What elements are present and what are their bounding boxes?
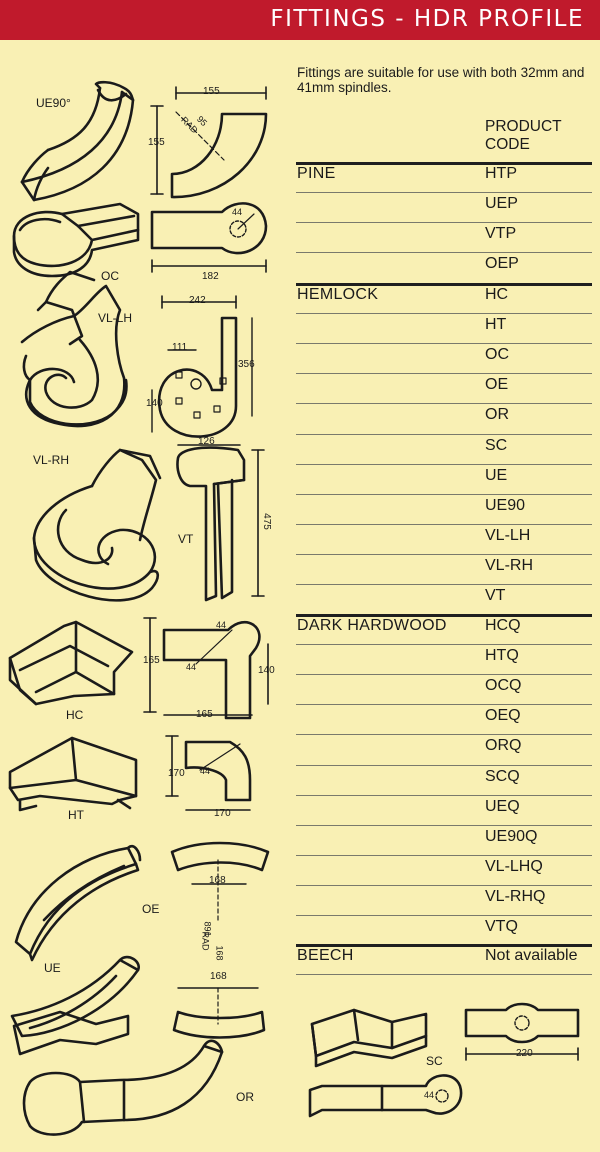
row-divider xyxy=(296,192,592,194)
product-code: UEQ xyxy=(485,797,520,815)
product-code: VL-RHQ xyxy=(485,887,546,905)
row-divider xyxy=(296,252,592,254)
ue90-plan-drawing xyxy=(150,86,268,199)
product-code: VT xyxy=(485,587,506,604)
group-divider xyxy=(296,162,592,165)
sc-plan-drawing xyxy=(464,1002,580,1061)
product-code: ORQ xyxy=(485,737,522,755)
row-divider xyxy=(296,764,592,766)
group-divider xyxy=(296,614,592,617)
oc-plan-drawing xyxy=(150,202,268,273)
group-name: PINE xyxy=(297,165,336,182)
oc-fitting-drawing xyxy=(12,202,140,278)
product-code: UE90Q xyxy=(485,827,538,845)
ue90-fitting-drawing xyxy=(20,80,135,202)
product-code: OC xyxy=(485,346,509,364)
product-code-header-line1: PRODUCT xyxy=(485,118,562,135)
row-divider xyxy=(296,884,592,886)
sc-illustrations xyxy=(296,990,596,1152)
row-divider xyxy=(296,463,592,465)
product-code: HTQ xyxy=(485,647,519,665)
group-divider xyxy=(296,944,592,947)
row-divider xyxy=(296,824,592,826)
product-code: SCQ xyxy=(485,767,520,785)
product-code: HC xyxy=(485,286,509,303)
product-code: Not available xyxy=(485,947,578,964)
row-divider xyxy=(296,343,592,345)
product-code: VTP xyxy=(485,225,517,243)
row-divider xyxy=(296,674,592,676)
fittings-illustrations xyxy=(0,40,296,1152)
header-banner: FITTINGS - HDR PROFILE xyxy=(0,0,600,40)
ue-plan-drawing xyxy=(172,987,266,1039)
product-code: VL-RH xyxy=(485,556,534,574)
vl-rh-fitting-drawing xyxy=(32,448,162,602)
row-divider xyxy=(296,553,592,555)
product-code: OEP xyxy=(485,255,519,273)
ht-fitting-drawing xyxy=(8,736,138,812)
group-name: DARK HARDWOOD xyxy=(297,617,447,634)
product-code: OCQ xyxy=(485,677,522,695)
row-divider xyxy=(296,644,592,646)
intro-text: Fittings are suitable for use with both … xyxy=(297,65,585,95)
row-divider xyxy=(296,373,592,375)
product-code: VL-LHQ xyxy=(485,857,543,875)
product-code: SC xyxy=(485,436,508,454)
product-code: HTP xyxy=(485,165,517,182)
product-code: UE90 xyxy=(485,496,526,514)
oe-fitting-drawing xyxy=(14,844,142,962)
vl-lh-fitting-drawing xyxy=(20,270,128,428)
ht-plan-drawing xyxy=(165,735,252,811)
row-divider xyxy=(296,794,592,796)
row-divider xyxy=(296,222,592,224)
hc-plan-drawing xyxy=(143,617,269,720)
group-divider xyxy=(296,283,592,286)
row-divider xyxy=(296,854,592,856)
product-code: HT xyxy=(485,316,507,334)
vl-plan-drawing xyxy=(151,295,253,438)
product-code: HCQ xyxy=(485,617,521,634)
row-divider xyxy=(296,493,592,495)
sc-fitting-drawing xyxy=(12,1010,130,1056)
product-code: UEP xyxy=(485,195,518,213)
row-divider xyxy=(296,915,592,916)
sc-fitting-3d-drawing xyxy=(310,1008,428,1068)
hc-fitting-drawing xyxy=(8,620,134,706)
row-divider xyxy=(296,704,592,706)
product-code: VTQ xyxy=(485,918,518,935)
vt-fitting-drawing xyxy=(176,444,265,602)
group-name: BEECH xyxy=(297,947,354,964)
product-code: VL-LH xyxy=(485,526,531,544)
row-divider xyxy=(296,523,592,525)
group-name: HEMLOCK xyxy=(297,286,379,303)
row-divider xyxy=(296,584,592,585)
ue-fitting-drawing xyxy=(10,955,140,1038)
product-code-header: PRODUCT CODE xyxy=(485,118,595,154)
product-code: UE xyxy=(485,466,508,484)
product-code: OR xyxy=(485,406,509,424)
product-code: OE xyxy=(485,376,509,394)
row-divider xyxy=(296,974,592,976)
row-divider xyxy=(296,734,592,736)
product-code: OEQ xyxy=(485,707,521,725)
row-divider xyxy=(296,313,592,315)
or-fitting-drawing xyxy=(22,1039,224,1136)
sc-handrail-plan-drawing xyxy=(308,1074,463,1118)
oe-plan-drawing xyxy=(170,841,270,921)
page-title: FITTINGS - HDR PROFILE xyxy=(270,6,584,32)
product-code-header-line2: CODE xyxy=(485,136,530,153)
row-divider xyxy=(296,403,592,405)
row-divider xyxy=(296,433,592,435)
